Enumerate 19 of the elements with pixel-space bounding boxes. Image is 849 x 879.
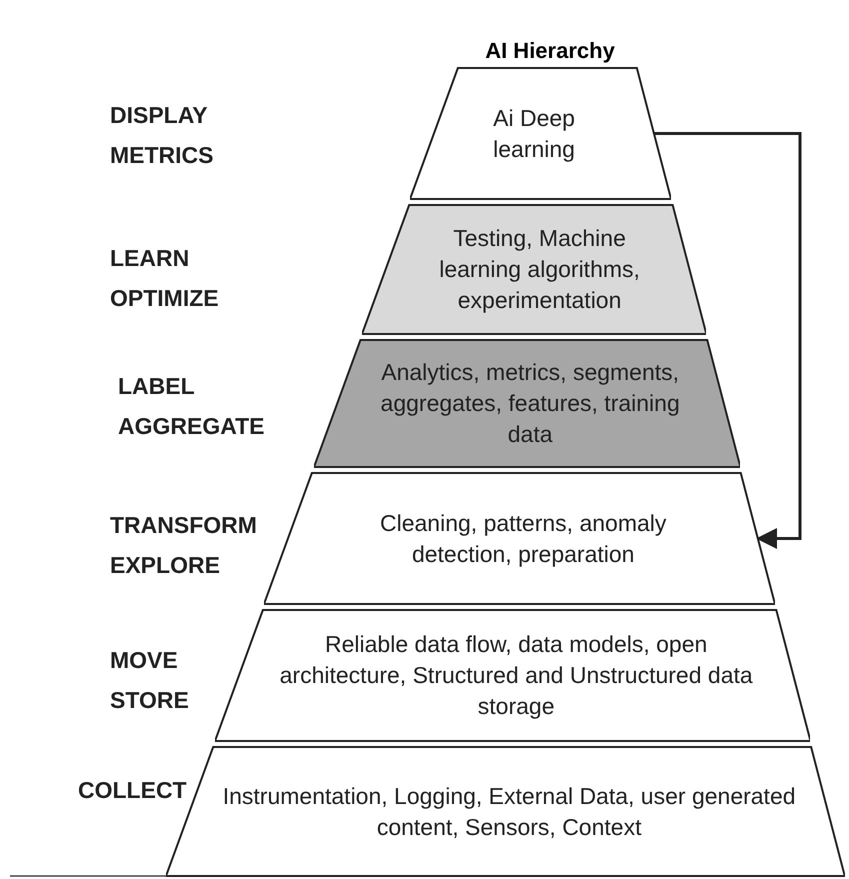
diagram-title: AI Hierarchy — [484, 38, 616, 64]
level-label: MOVE STORE — [110, 646, 190, 715]
level-label: LABEL AGGREGATE — [118, 372, 266, 441]
level-label: DISPLAY METRICS — [110, 101, 214, 170]
feedback-arrow — [654, 132, 802, 549]
layer-text: Testing, Machine learning algorithms, experimentation — [438, 224, 641, 315]
layer-text: Cleaning, patterns, anomaly detection, preparation — [379, 508, 668, 569]
pyramid-layer — [215, 609, 810, 742]
layer-text: Instrumentation, Logging, External Data, user generated content, Sensors, Context — [222, 782, 797, 842]
level-label: TRANSFORM EXPLORE — [110, 511, 258, 580]
layer-text: Reliable data flow, data models, open architecture, Structured and Unstructured data storage — [278, 630, 754, 721]
pyramid-layer — [410, 67, 672, 200]
pyramid-layer — [362, 204, 706, 335]
pyramid-layer — [314, 339, 740, 468]
pyramid-layer — [264, 472, 776, 605]
layer-text: Ai Deep learning — [492, 104, 576, 164]
layer-text: Analytics, metrics, segments, aggregates, features, training data — [380, 358, 681, 449]
level-label: COLLECT — [78, 776, 188, 805]
level-label: LEARN OPTIMIZE — [110, 244, 220, 313]
